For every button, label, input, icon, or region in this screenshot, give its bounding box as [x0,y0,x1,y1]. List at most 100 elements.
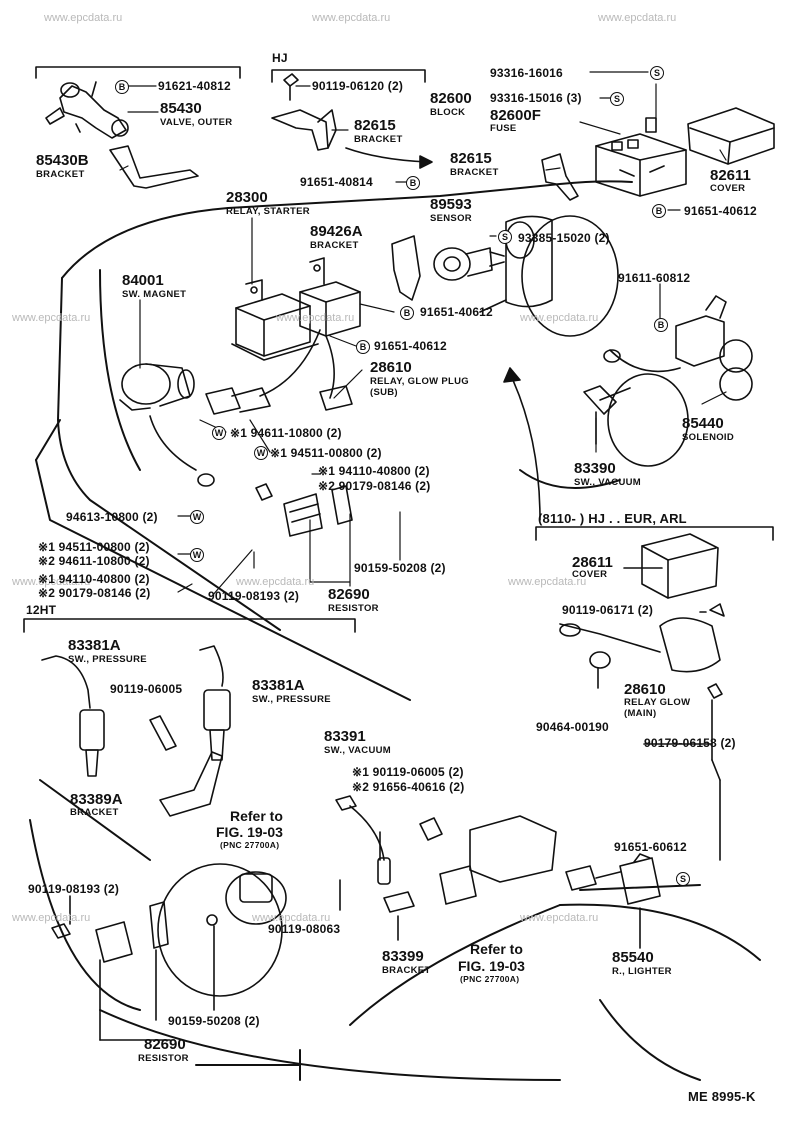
part-number: ※2 90179-08146 (2) [318,479,431,493]
part-number: 90119-08193 (2) [208,589,300,603]
callout-b: B [356,340,370,354]
part-number: 82690 [144,1036,186,1053]
pointer-arrowhead [503,367,521,383]
direction-arrowhead [419,155,433,169]
group-label-hj: HJ [272,51,288,65]
watermark: www.epcdata.ru [520,912,599,924]
part-number: 85440 [682,415,724,432]
part-name: FUSE [490,123,517,134]
watermark: www.epcdata.ru [44,12,123,24]
glow-relay-sub-drawing [259,257,361,399]
watermark: www.epcdata.ru [12,312,91,324]
part-name: BLOCK [430,107,466,118]
part-name: RESISTOR [138,1053,189,1064]
watermark: www.epcdata.ru [520,312,599,324]
part-name: RESISTOR [328,603,379,614]
part-number: 90119-06171 (2) [562,603,654,617]
part-number: ※1 94611-10800 (2) [230,426,342,440]
part-number: 91611-60812 [618,271,691,285]
watermark: www.epcdata.ru [252,912,331,924]
callout-s: S [650,66,664,80]
callout-s: S [676,872,690,886]
part-number: ※1 94511-00800 (2) [38,540,150,554]
part-name: COVER [572,569,608,580]
part-number: 91651-40612 [374,339,447,353]
part-number: 90119-08193 (2) [28,882,120,896]
part-number: 93316-15016 (3) [490,91,582,105]
part-name: SENSOR [430,213,472,224]
bracket-82615-drawing [541,153,579,201]
reference-note: FIG. 19-03 [216,824,283,840]
direction-arrow [345,147,429,163]
part-name: BRACKET [382,965,431,976]
callout-w: W [190,548,204,562]
part-number: ※2 94611-10800 (2) [38,554,150,568]
reference-note: Refer to [230,808,283,824]
callout-b: B [400,306,414,320]
part-number: 91651-40814 [300,175,373,189]
callout-w: W [190,510,204,524]
callout-b: B [406,176,420,190]
watermark: www.epcdata.ru [508,576,587,588]
callout-b: B [652,204,666,218]
callout-w: W [254,446,268,460]
part-number: 28610 [370,359,412,376]
fuse-cover-drawing [687,107,775,165]
part-number: 82690 [328,586,370,603]
brake-booster-drawing [479,215,619,337]
hj-bracket-drawing [271,73,337,151]
callout-s: S [610,92,624,106]
pressure-switch-drawings [41,645,231,817]
watermark: www.epcdata.ru [312,12,391,24]
part-number: 82611 [710,167,751,184]
footer-code: ME 8995-K [688,1089,756,1104]
part-number: 90119-08063 [268,922,341,936]
part-number: 83390 [574,460,616,477]
watermark: www.epcdata.ru [276,312,355,324]
part-name: RELAY, GLOW PLUG [370,376,469,387]
watermark: www.epcdata.ru [598,12,677,24]
part-name: BRACKET [36,169,85,180]
part-number: ※2 91656-40616 (2) [352,780,465,794]
fuse-block-drawing [595,117,687,197]
part-number: 82600F [490,107,541,124]
part-number: ※1 90119-06005 (2) [352,765,464,779]
part-number: ※1 94110-40800 (2) [318,464,430,478]
part-name: RELAY GLOW [624,697,691,708]
part-name: SW., PRESSURE [68,654,147,665]
part-number: 91651-40612 [684,204,757,218]
part-number: 90179-06158 (2) [644,736,736,750]
part-number: 83391 [324,728,366,745]
glow-relay-main-drawing [559,533,725,861]
part-number: 82615 [450,150,492,167]
lighter-relay-drawing [565,853,661,949]
part-name: R., LIGHTER [612,966,672,977]
reference-note: Refer to [470,941,523,957]
part-name: SOLENOID [682,432,735,443]
part-name: BRACKET [70,807,119,818]
part-number: 85540 [612,949,654,966]
reference-note: (PNC 27700A) [220,840,280,850]
part-number: 90119-06005 [110,682,183,696]
part-number: 91621-40812 [158,79,231,93]
part-name: (SUB) [370,387,398,398]
vacuum-switch-83390-drawing [583,373,689,467]
part-number: 90159-50208 (2) [354,561,446,575]
part-number: 82615 [354,117,396,134]
valve-outer-drawing [45,81,129,139]
starter-relay-drawing [231,279,319,361]
reference-note: FIG. 19-03 [458,958,525,974]
part-number: 82600 [430,90,472,107]
part-number: 83381A [252,677,305,694]
part-number: 94613-10800 (2) [66,510,158,524]
watermark: www.epcdata.ru [236,576,315,588]
sensor-bracket-drawing [391,235,421,301]
part-name: VALVE, OUTER [160,117,233,128]
part-name: BRACKET [310,240,359,251]
solenoid-drawing [603,295,753,401]
group-bracket-lines [23,66,774,633]
watermark: www.epcdata.ru [12,576,91,588]
watermark: www.epcdata.ru [12,912,91,924]
